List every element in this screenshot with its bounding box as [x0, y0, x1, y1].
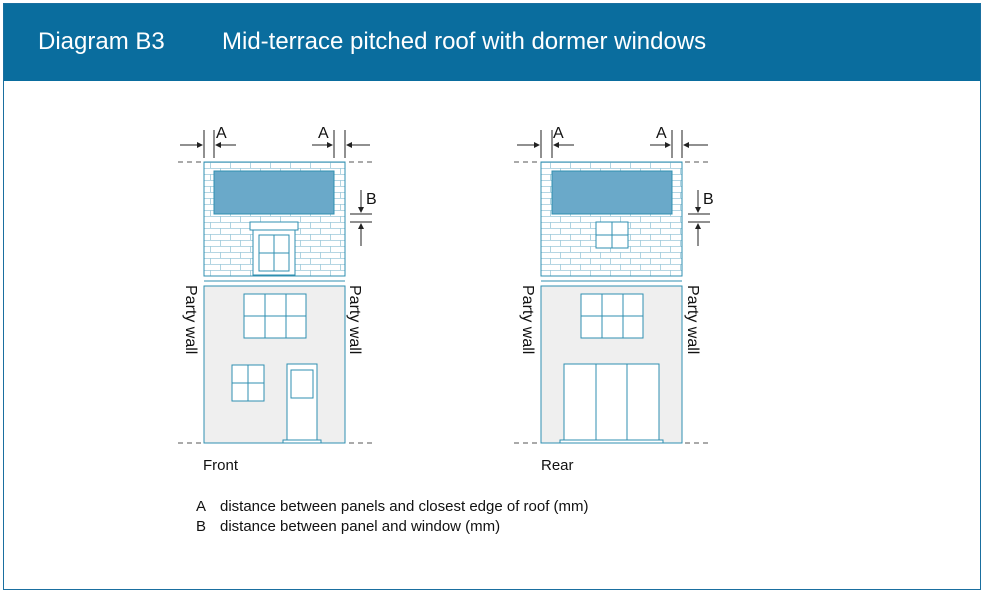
- rear-dimension-a: [517, 130, 708, 158]
- rear-upper-window: [580, 293, 644, 339]
- rear-roof-window: [595, 221, 629, 249]
- front-label-b: B: [366, 191, 377, 208]
- legend-text-b: distance between panel and window (mm): [220, 518, 501, 535]
- front-door: [282, 363, 322, 444]
- legend-text-a: distance between panels and closest edge…: [220, 498, 589, 515]
- front-lower-window: [231, 364, 265, 402]
- front-dimension-a: [180, 130, 370, 158]
- front-party-wall-right: Party wall: [346, 285, 363, 354]
- front-solar-panel: [213, 170, 335, 215]
- rear-dimension-b: [688, 190, 710, 246]
- diagram-frame: Diagram B3 Mid-terrace pitched roof with…: [3, 3, 981, 590]
- rear-house: A A B Party wall Party wall Rear: [514, 125, 714, 474]
- front-label-a-left: A: [216, 125, 227, 142]
- diagram-number: Diagram B3: [38, 28, 165, 55]
- rear-solar-panel: [551, 170, 673, 215]
- legend-key-a: A: [196, 498, 207, 515]
- rear-label-b: B: [703, 191, 714, 208]
- header-bar: Diagram B3 Mid-terrace pitched roof with…: [4, 4, 980, 81]
- front-label: Front: [203, 457, 239, 474]
- front-party-wall-left: Party wall: [182, 285, 199, 354]
- rear-party-wall-right: Party wall: [684, 285, 701, 354]
- rear-party-wall-left: Party wall: [519, 285, 536, 354]
- front-house: A A B Party wall Party wall Front: [178, 125, 377, 474]
- rear-label-a-right: A: [656, 125, 667, 142]
- diagram-title: Mid-terrace pitched roof with dormer win…: [222, 28, 707, 55]
- front-dimension-b: [350, 190, 372, 246]
- rear-label: Rear: [541, 457, 574, 474]
- front-dormer-window: [249, 221, 299, 276]
- front-label-a-right: A: [318, 125, 329, 142]
- rear-patio-doors: [559, 363, 664, 444]
- front-upper-window: [243, 293, 307, 339]
- legend-key-b: B: [196, 518, 207, 535]
- rear-label-a-left: A: [553, 125, 564, 142]
